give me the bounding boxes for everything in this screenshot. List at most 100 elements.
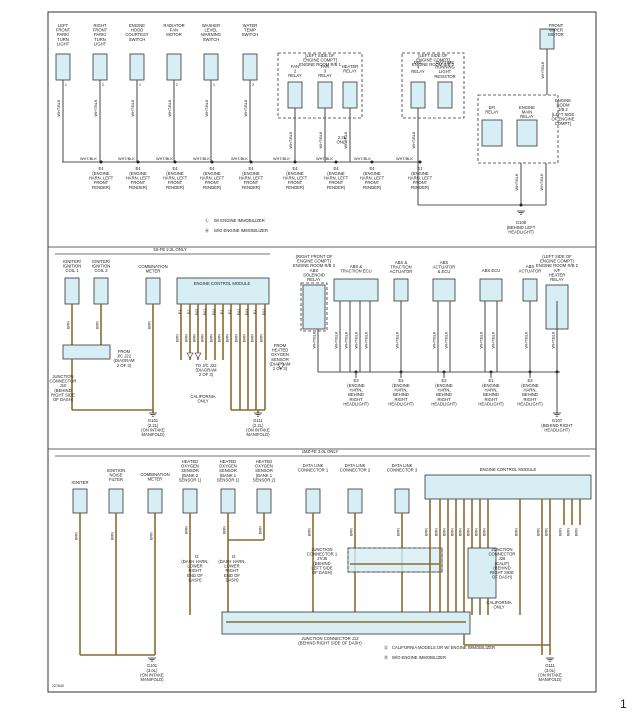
junction-connector-j26 bbox=[467, 547, 497, 599]
component-label: WASHER bbox=[202, 23, 220, 28]
junction-connector-label: JUNCTION bbox=[52, 374, 73, 379]
abs-solenoid-relay-label: (RIGHT FRONT OF bbox=[296, 254, 333, 259]
wire-color-label: WHT/BLK bbox=[445, 331, 449, 348]
ecm-pin: E03 bbox=[195, 309, 199, 315]
connector-caption: HEADLIGHT) bbox=[431, 401, 457, 406]
relay-label: 3 bbox=[324, 69, 327, 74]
only-2zl-note: 2.2L bbox=[338, 135, 347, 140]
wire-color-label: WHT/BLK bbox=[433, 331, 437, 348]
wire-color-label: BRN bbox=[251, 334, 255, 342]
ecm-pin: E2 bbox=[187, 310, 191, 314]
abs-traction-ecu-label: ABS & bbox=[350, 264, 363, 269]
junction-connector-label: (CALIF) bbox=[495, 561, 510, 566]
california-note: ONLY bbox=[197, 399, 208, 404]
connector-label: E4 bbox=[209, 166, 215, 171]
connector-caption: (ENGINE bbox=[327, 171, 345, 176]
relay-label: 4 bbox=[417, 65, 420, 70]
abs-actuator-label: ACTUATOR bbox=[519, 269, 542, 274]
connector-caption: HARN, LEFT bbox=[163, 176, 188, 181]
to-jc-note: (DIAGRAM bbox=[196, 368, 217, 373]
connector-caption: FRONT bbox=[244, 180, 259, 185]
junction-connector-label: JUNCTION bbox=[311, 547, 332, 552]
ecm-pin: E03 bbox=[245, 309, 249, 315]
from-o2-note: OXYGEN bbox=[271, 352, 289, 357]
connector-caption: RIGHT bbox=[349, 397, 362, 402]
wire-color-label: WHT/BLK bbox=[273, 157, 290, 161]
wire-color-label: BRN bbox=[218, 334, 222, 342]
connector-label: E4 bbox=[333, 166, 339, 171]
legend-text: W/O ENGINE IMMOBILIZER bbox=[392, 655, 446, 660]
component-label: TEMP bbox=[244, 28, 256, 33]
connector-caption: BEHIND bbox=[522, 392, 538, 397]
ecm-pin: E1 bbox=[253, 310, 257, 314]
relay-box-title: [LEFT SIDE OF bbox=[418, 53, 448, 58]
wire-color-label: BRN bbox=[459, 528, 463, 536]
legend-mark: Ⓜ bbox=[205, 227, 210, 234]
relay-box-title: ENGINE COMPT] bbox=[416, 58, 450, 63]
junction-connector-j12-sublabel: (BEHIND RIGHT SIDE OF DASH) bbox=[298, 641, 362, 646]
component-label: ENGINE bbox=[129, 23, 145, 28]
ground-g111-mid bbox=[254, 412, 262, 417]
connector-caption: HARN, LEFT bbox=[408, 176, 433, 181]
connector-caption: HARN, LEFT bbox=[283, 176, 308, 181]
connector-caption: HARN, LEFT bbox=[89, 176, 114, 181]
junction-connector-label: RIGHT SIDE bbox=[490, 570, 514, 575]
connector-caption: FRONT bbox=[365, 180, 380, 185]
splice-dot bbox=[249, 160, 253, 164]
wire-color-label: WHT/BLK bbox=[365, 331, 369, 348]
wire-color-label: WHT/BLK bbox=[344, 131, 348, 148]
ground-caption: (ON INTAKE bbox=[141, 428, 165, 433]
ignition-noise-filter-label: FILTER bbox=[109, 477, 123, 482]
legend-mark: Ⓢ bbox=[384, 644, 389, 651]
oxygen-sensor-bank1-s2-label: OXYGEN bbox=[255, 464, 273, 469]
relay-label: RELAY bbox=[343, 69, 357, 74]
component-label: RIGHT bbox=[93, 23, 106, 28]
data-link-connector-2-label: DATA LINK bbox=[345, 463, 366, 468]
ground-caption: (ON INTAKE bbox=[140, 673, 164, 678]
wire-color-label: BRN bbox=[235, 334, 239, 342]
california-note: ONLY bbox=[493, 605, 504, 610]
wire-color-label: BRN bbox=[425, 528, 429, 536]
connector-caption: FRONT bbox=[205, 180, 220, 185]
connector-caption: BEHIND bbox=[436, 392, 452, 397]
wire-color-label: BRN bbox=[575, 528, 579, 536]
california-note: CALIFORNIA bbox=[486, 600, 511, 605]
connector-caption: HARN, LEFT bbox=[324, 176, 349, 181]
relay-box-title: ENGINE ROOM R/B 2 bbox=[412, 62, 455, 67]
jb-label: J/B 2 bbox=[558, 107, 568, 112]
connector-caption: HARN, LEFT bbox=[200, 176, 225, 181]
air-fuel-heater-relay-label: HEATER bbox=[549, 272, 566, 277]
wire-color-label: BRN bbox=[111, 532, 115, 540]
ecm-pin: E02 bbox=[212, 309, 216, 315]
wiper-label: FRONT bbox=[549, 23, 564, 28]
connector-caption: (DASH HARN, bbox=[181, 559, 208, 564]
junction-connector-label: J10 bbox=[60, 383, 67, 388]
label: 2 bbox=[176, 83, 178, 87]
relay bbox=[516, 119, 538, 147]
connector-caption: LOWER bbox=[224, 564, 239, 569]
connector-caption: BEHIND bbox=[393, 392, 409, 397]
ground-label: G107 bbox=[552, 418, 563, 423]
wire-color-label: WHT/BLK bbox=[131, 99, 135, 116]
from-jc-note: FROM bbox=[118, 349, 131, 354]
combination-meter-bottom-label: COMBINATION bbox=[140, 472, 169, 477]
component-label: MOTOR bbox=[166, 32, 182, 37]
wire-color-label: WHT/BLK bbox=[552, 331, 556, 348]
wire-color-label: WHT/BLK bbox=[231, 157, 248, 161]
ground-caption: MANIFOLD) bbox=[538, 677, 562, 682]
oxygen-sensor-bank1-s2-label: HEATED bbox=[256, 459, 273, 464]
component-label: SWITCH bbox=[203, 37, 220, 42]
section-title: 5S-FE 2.2L ONLY bbox=[153, 247, 186, 252]
jb-label: ROOM bbox=[556, 103, 570, 108]
ground-caption: (2.2L) bbox=[148, 423, 160, 428]
junction-connector-label: J7/J8 bbox=[317, 556, 328, 561]
ecm-pin: E01 bbox=[203, 309, 207, 315]
wiper-label: MOTOR bbox=[548, 32, 564, 37]
